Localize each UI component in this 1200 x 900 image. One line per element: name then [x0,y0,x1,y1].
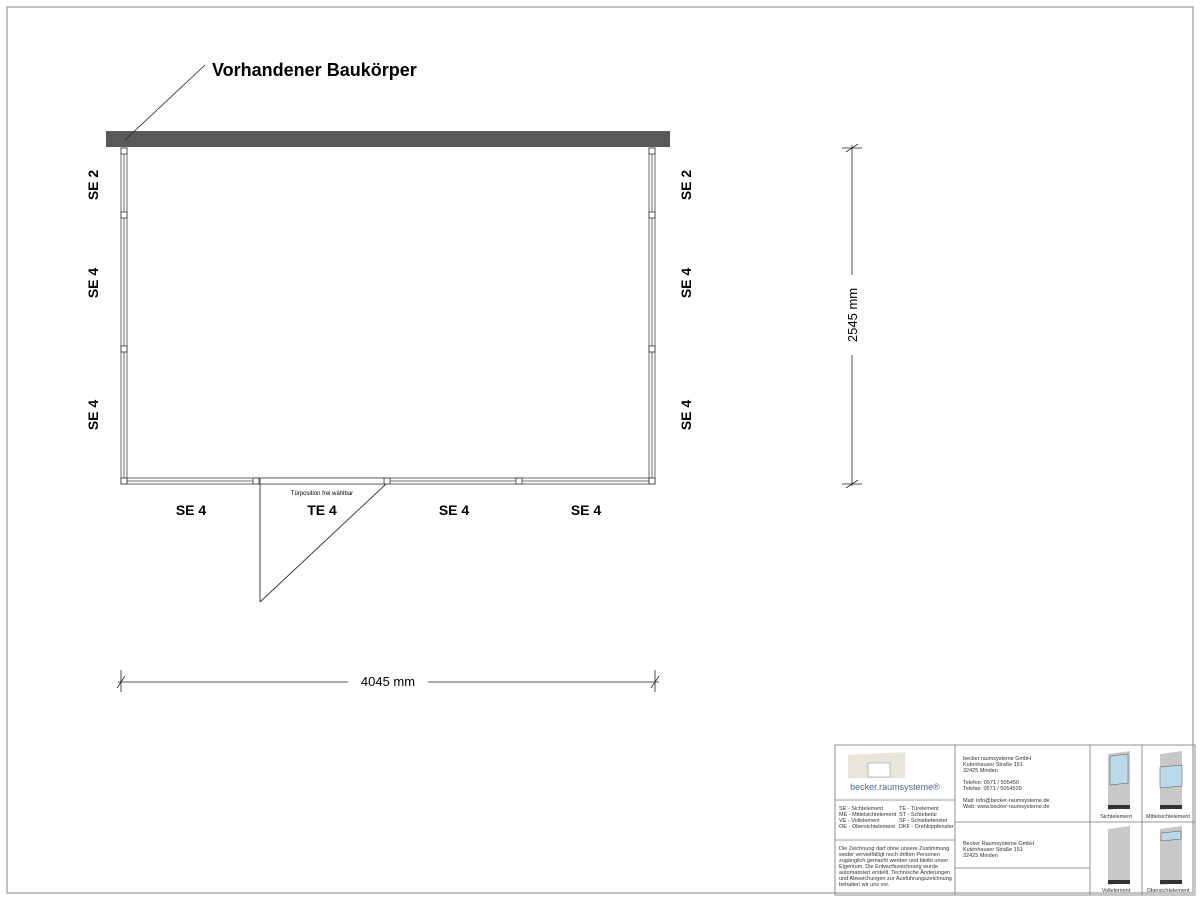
left-label-2: SE 4 [85,268,101,299]
company-line: Mail: info@becker-raumsysteme.de [963,798,1050,804]
svg-text:becker.raumsysteme®: becker.raumsysteme® [850,782,940,792]
bottom-label-4: SE 4 [571,502,602,518]
sichtelement-icon [1108,751,1130,810]
company-line: 32425 Minden [963,768,998,774]
right-label-1: SE 2 [678,170,694,201]
door-note: Türposition frei wählbar [291,491,353,497]
legend-item: SF - Schiebefenster [899,818,948,824]
company-line: becker.raumsysteme GmbH [963,756,1031,762]
legend-item: TE - Türelement [899,806,939,812]
customer-line: 32425 Minden [963,853,998,859]
door-swing [259,483,387,603]
bottom-label-2: TE 4 [307,502,337,518]
width-dimension [116,670,660,692]
disclaimer-line: und Abweichungen zur Ausführungszeichnun… [839,876,952,882]
customer-line: Becker Raumsysteme GmbH [963,841,1034,847]
legend-item: ST - Schiebetür [899,812,937,818]
left-label-3: SE 4 [85,400,101,431]
svg-text:Sichtelement: Sichtelement [1100,814,1132,820]
obersichtelement-icon [1160,826,1182,885]
svg-text:Vollelement: Vollelement [1102,888,1131,894]
disclaimer-line: weder vervielfältigt noch dritten Person… [838,852,940,858]
right-label-2: SE 4 [678,268,694,299]
walls [120,147,656,485]
legend-item: OE - Obersichtelement [839,824,895,830]
disclaimer-line: behalten wir uns vor. [839,882,890,888]
svg-text:Obersichtelement: Obersichtelement [1146,888,1190,894]
disclaimer-line: zugänglich gemacht werden und bleibt uns… [839,858,948,864]
leader-line [124,64,206,141]
legend-item: SE - Sichtelement [839,806,883,812]
disclaimer-line: Die Zeichnung darf ohne unsere Zustimmun… [839,846,949,852]
legend-item: DKF - Drehkippfenster [899,824,954,830]
disclaimer: Die Zeichnung darf ohne unsere Zustimmun… [838,846,952,888]
bottom-label-3: SE 4 [439,502,470,518]
existing-building-wall [106,131,670,147]
disclaimer-line: Eigentum. Die Entwurfszeichnung wurde [839,864,938,870]
company-line: Web: www.becker-raumsysteme.de [963,804,1049,810]
sheet-border [6,6,1194,894]
company-line: Telefax: 0571 / 5054529 [963,786,1022,792]
mittelsichtelement-icon [1159,751,1183,810]
svg-text:Mittelsichtelement: Mittelsichtelement [1146,814,1190,820]
right-label-3: SE 4 [678,400,694,431]
disclaimer-line: automatisiert erstellt. Technische Änder… [839,869,950,876]
bottom-label-1: SE 4 [176,502,207,518]
company-line: Kutenhauser Straße 151 [963,762,1023,768]
vollelement-icon [1108,826,1130,885]
existing-building-label: Vorhandener Baukörper [212,60,417,80]
left-label-1: SE 2 [85,170,101,201]
posts [120,147,656,485]
title-block [834,744,1196,896]
element-icons: Sichtelement Mittelsichtelement Vollelem… [1100,751,1190,894]
logo: becker.raumsysteme® [848,752,940,792]
company-line: Telefon: 0571 / 505450 [963,780,1019,786]
customer-line: Kutenhauser Straße 151 [963,847,1023,853]
legend-item: ME - Mittelsichtelement [839,812,897,818]
legend-item: VE - Vollelement [839,818,880,824]
height-dimension-label: 2545 mm [845,288,860,342]
width-dimension-label: 4045 mm [361,674,415,689]
door-opening [259,477,385,485]
height-dimension [842,143,862,489]
